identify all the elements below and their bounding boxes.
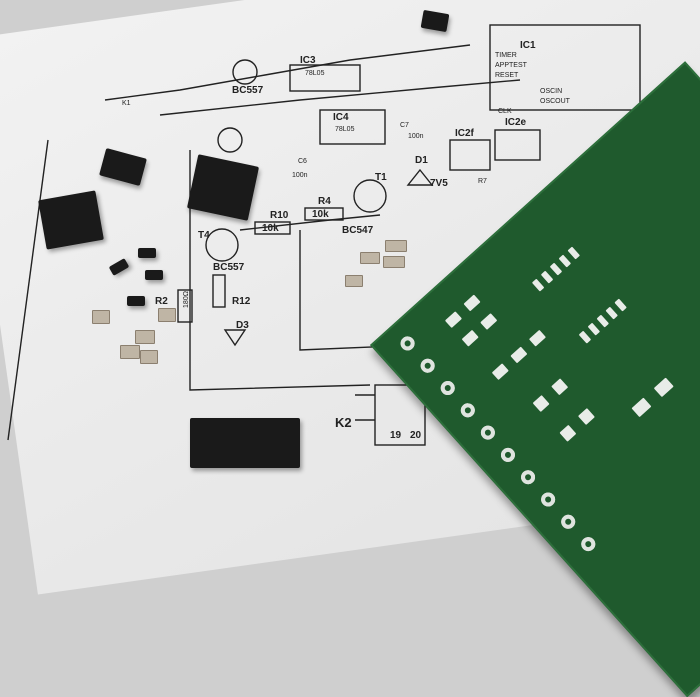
pcb-smd-pad [653, 377, 674, 398]
pcb-smd-pad [540, 270, 554, 284]
label-r7: R7 [478, 178, 487, 185]
label-r12: R12 [232, 296, 251, 307]
label-clk: CLK [498, 108, 512, 115]
label-timer: TIMER [495, 52, 517, 59]
label-ic2f: IC2f [455, 128, 474, 139]
smd-resistor [345, 275, 363, 287]
label-d3: D3 [236, 320, 249, 331]
label-pin20: 20 [410, 430, 422, 441]
pcb-through-hole [498, 445, 518, 465]
pcb-smd-pad [587, 322, 601, 336]
smd-resistor [360, 252, 380, 264]
pcb-smd-pad [631, 397, 652, 418]
smd-capacitor [158, 308, 176, 322]
pcb-smd-pad [510, 346, 528, 364]
pcb-smd-pad [578, 330, 592, 344]
smd-capacitor [120, 345, 140, 359]
ic-chip-large-left [38, 190, 104, 250]
pcb-smd-pad [532, 395, 550, 413]
transistor-smd [145, 270, 163, 280]
pcb-smd-pad [577, 408, 595, 426]
label-oscin: OSCIN [540, 88, 563, 95]
label-d1: D1 [415, 155, 428, 166]
pcb-through-hole [538, 489, 559, 510]
transistor-smd [127, 296, 145, 306]
photo-scene: IC1 TIMER APPTEST RESET OSCIN OSCOUT IC3… [0, 0, 700, 460]
label-t1-type: BC547 [342, 225, 374, 236]
pcb-smd-pad [551, 378, 569, 396]
pcb-smd-pad [614, 298, 627, 312]
label-r10: R10 [270, 210, 289, 221]
label-ic3: IC3 [300, 55, 316, 66]
pcb-smd-pad [463, 294, 481, 312]
label-t4-type: BC557 [213, 262, 245, 273]
label-c7-val: 100n [408, 133, 424, 140]
label-k2: K2 [335, 415, 352, 430]
pcb-smd-pad [558, 254, 572, 268]
label-r10-val: 10k [262, 223, 279, 234]
smd-resistor [383, 256, 405, 268]
label-c7: C7 [400, 122, 409, 129]
pcb-through-hole [578, 534, 599, 554]
pcb-through-hole [397, 333, 418, 354]
pcb-through-hole [558, 511, 579, 532]
label-r2-val: 180Ω [182, 291, 190, 308]
label-pin19: 19 [390, 430, 402, 441]
label-ic3-type: 78L05 [305, 70, 325, 77]
label-r2: R2 [155, 296, 168, 307]
label-ic4: IC4 [333, 112, 349, 123]
label-ic2e: IC2e [505, 117, 527, 128]
label-top-transistor: BC557 [232, 85, 264, 96]
pcb-smd-pad [531, 278, 545, 292]
label-d1-val: 7V5 [430, 178, 448, 189]
label-r4: R4 [318, 196, 331, 207]
pcb-smd-pad [491, 363, 509, 381]
pcb-through-hole [518, 467, 538, 488]
pcb-smd-pad [605, 306, 618, 320]
label-c6-val: 100n [292, 172, 308, 179]
pcb-through-hole [417, 355, 438, 376]
smd-capacitor [140, 350, 158, 364]
ic-chip-bottom [190, 418, 300, 468]
pcb-smd-pad [461, 329, 479, 347]
label-c6: C6 [298, 158, 307, 165]
label-k1: K1 [122, 100, 131, 107]
label-apptest: APPTEST [495, 62, 527, 69]
pcb-through-hole [457, 400, 478, 421]
smd-capacitor [135, 330, 155, 344]
transistor-smd [138, 248, 156, 258]
pcb-smd-pad [559, 424, 577, 442]
pcb-through-hole [478, 422, 498, 443]
label-t4: T4 [198, 230, 210, 241]
pcb-smd-pad [567, 246, 581, 260]
pcb-smd-pad [549, 262, 563, 276]
pcb-smd-pad [444, 311, 463, 329]
label-r4-val: 10k [312, 209, 329, 220]
schematic-wires [7, 24, 641, 446]
pcb-smd-pad [480, 313, 498, 330]
label-t1: T1 [375, 172, 387, 183]
pcb-through-hole [437, 378, 458, 398]
label-reset: RESET [495, 72, 519, 79]
label-ic4-type: 78L05 [335, 126, 355, 133]
smd-resistor [385, 240, 407, 252]
pcb-smd-pad [596, 314, 610, 328]
label-ic1: IC1 [520, 40, 536, 51]
smd-capacitor [92, 310, 110, 324]
label-oscout: OSCOUT [540, 98, 570, 105]
pcb-smd-pad [528, 329, 547, 347]
